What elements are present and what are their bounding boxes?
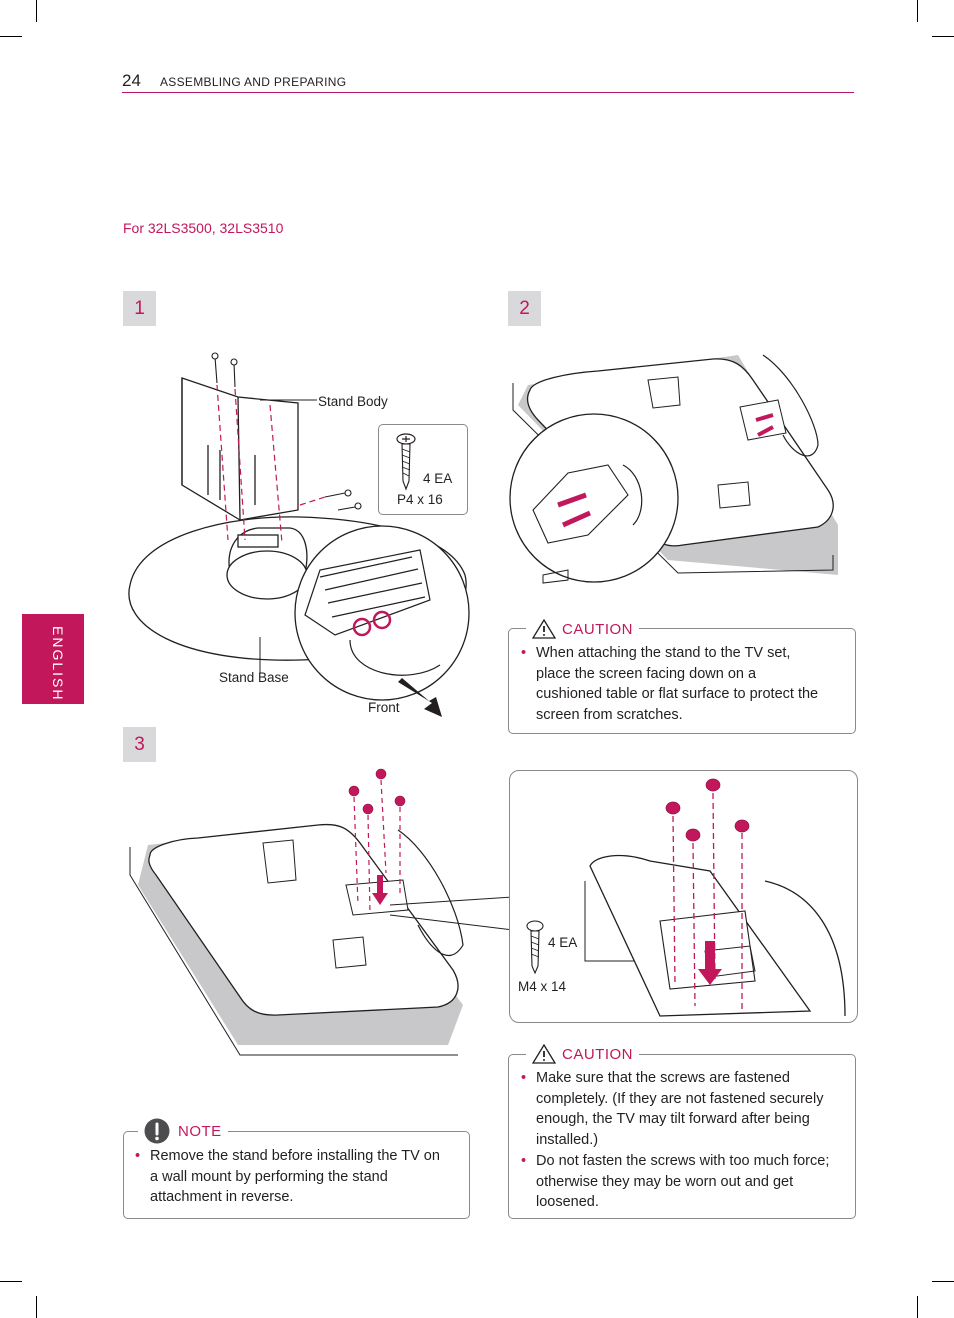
caution-2-item: •Do not fasten the screws with too much … <box>521 1153 830 1210</box>
caution-box-1 <box>508 628 856 734</box>
screw-spec-box: 4 EA P4 x 16 <box>378 424 468 515</box>
section-title: ASSEMBLING AND PREPARING <box>160 75 347 89</box>
screw-attachment-illustration <box>129 768 514 1056</box>
info-icon <box>144 1118 170 1144</box>
crop-mark <box>932 36 954 37</box>
screw-quantity-2: 4 EA <box>548 935 578 950</box>
stand-base-label: Stand Base <box>219 670 289 685</box>
stand-assembly-illustration <box>128 352 470 717</box>
crop-mark <box>932 1281 954 1282</box>
note-item: •Remove the stand before installing the … <box>135 1148 440 1205</box>
crop-mark <box>36 0 37 22</box>
stand-body-label: Stand Body <box>318 394 388 409</box>
screw-quantity: 4 EA <box>423 471 453 486</box>
crop-mark <box>917 0 918 22</box>
warning-icon <box>532 1044 556 1064</box>
caution-title-2: CAUTION <box>562 1045 633 1063</box>
note-header: NOTE <box>138 1118 228 1144</box>
crop-mark <box>0 36 22 37</box>
crop-mark <box>36 1296 37 1318</box>
caution-1-item: •When attaching the stand to the TV set,… <box>521 645 819 723</box>
step-2-badge: 2 <box>508 291 541 326</box>
header-rule <box>122 92 854 93</box>
warning-icon <box>532 619 556 639</box>
model-line: For 32LS3500, 32LS3510 <box>123 220 284 236</box>
screw-icon <box>396 433 416 491</box>
caution-2-item: •Make sure that the screws are fastened … <box>521 1070 824 1148</box>
step-3-badge: 3 <box>123 727 156 762</box>
step-1-badge: 1 <box>123 291 156 326</box>
language-tab-label: ENGLISH <box>50 626 66 702</box>
crop-mark <box>0 1281 22 1282</box>
tv-face-down-illustration <box>509 354 838 584</box>
caution-header-2: CAUTION <box>526 1044 639 1064</box>
screw-size: P4 x 16 <box>397 492 443 507</box>
screw-detail-box: 4 EA M4 x 14 <box>509 770 858 1023</box>
note-box <box>123 1131 470 1219</box>
front-label: Front <box>368 700 400 715</box>
page-number: 24 <box>122 71 141 90</box>
screw-detail-illustration <box>526 778 846 1017</box>
caution-box-2 <box>508 1054 856 1219</box>
note-title: NOTE <box>178 1122 222 1140</box>
crop-mark <box>917 1296 918 1318</box>
language-tab: ENGLISH <box>22 614 84 704</box>
caution-header-1: CAUTION <box>526 619 639 639</box>
screw-size-2: M4 x 14 <box>518 979 567 994</box>
screw-icon-small <box>526 920 544 975</box>
caution-title-1: CAUTION <box>562 620 633 638</box>
